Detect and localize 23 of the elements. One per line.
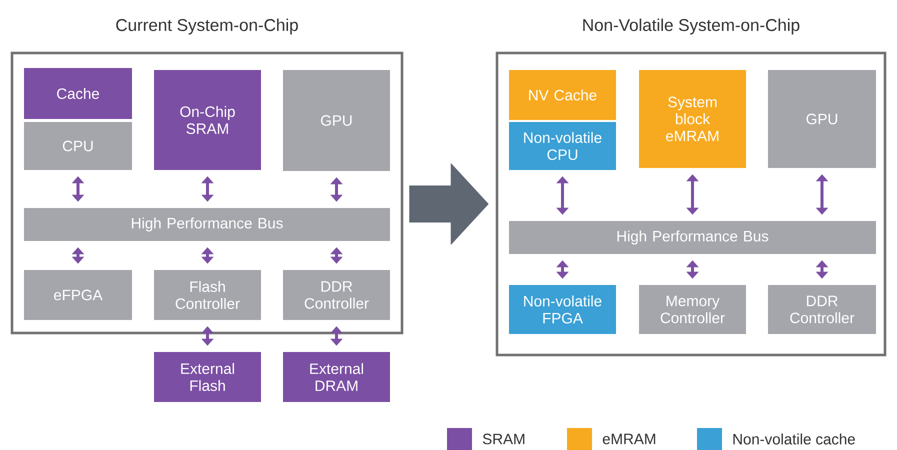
block-box: On-Chip SRAM <box>154 70 261 170</box>
block-box: Non-volatile CPU <box>509 122 616 170</box>
heading: Non-Volatile System-on-Chip <box>583 18 800 34</box>
block-box: Flash Controller <box>154 270 261 320</box>
block-box: GPU <box>283 70 390 171</box>
block-box: Cache <box>24 68 132 119</box>
legend-label: SRAM <box>482 434 524 444</box>
bus-bar: High Performance Bus <box>509 221 876 254</box>
heading: Current System-on-Chip <box>116 18 298 34</box>
legend-label: eMRAM <box>602 434 656 444</box>
block-box: External Flash <box>154 352 261 402</box>
block-box: System block eMRAM <box>639 70 746 168</box>
block-box: CPU <box>24 122 132 170</box>
block-box: External DRAM <box>283 352 390 402</box>
block-box: DDR Controller <box>768 285 876 334</box>
block-box: Non-volatile FPGA <box>509 285 616 334</box>
legend-label: Non-volatile cache <box>733 434 855 444</box>
block-box: GPU <box>768 70 876 168</box>
block-box: NV Cache <box>509 70 616 120</box>
block-box: DDR Controller <box>283 270 390 320</box>
block-box: Memory Controller <box>639 285 746 334</box>
bus-bar: High Performance Bus <box>24 208 390 241</box>
block-box: eFPGA <box>24 270 132 320</box>
